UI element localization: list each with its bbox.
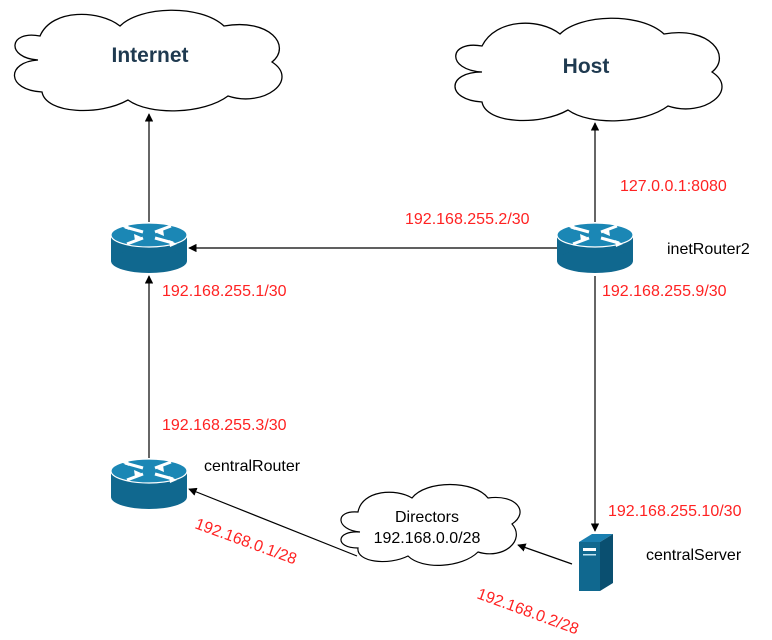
inet-router2-left-address: 192.168.255.2/30	[405, 211, 530, 228]
link-directors-centralrouter	[188, 487, 358, 557]
central-server-label: centralServer	[646, 547, 742, 564]
internet-cloud: Internet	[13, 9, 283, 112]
cloud-icon	[13, 9, 283, 112]
link-centralserver-directors	[517, 543, 573, 565]
internet-cloud-label: Internet	[111, 44, 188, 67]
directors-cloud: Directors 192.168.0.0/28	[340, 483, 521, 566]
inet-router	[109, 221, 189, 275]
cloud-icon	[454, 17, 723, 122]
directors-cloud-subnet: 192.168.0.0/28	[374, 530, 481, 547]
inet-router2-label: inetRouter2	[667, 241, 750, 258]
central-server-directors-address: 192.168.0.2/28	[475, 586, 581, 639]
links	[144, 113, 600, 565]
router-icon	[109, 457, 189, 511]
central-server-up-address: 192.168.255.10/30	[608, 503, 742, 520]
central-router-up-address: 192.168.255.3/30	[162, 417, 287, 434]
host-cloud: Host	[454, 17, 723, 122]
central-router	[109, 457, 189, 511]
host-cloud-label: Host	[563, 55, 610, 78]
host-forward-address: 127.0.0.1:8080	[620, 178, 727, 195]
inet-router-down-address: 192.168.255.1/30	[162, 283, 287, 300]
inet-router2-down-address: 192.168.255.9/30	[602, 283, 727, 300]
router-icon	[555, 221, 635, 275]
cloud-icon	[340, 483, 521, 566]
inet-router2	[555, 221, 635, 275]
central-server	[579, 534, 613, 591]
central-router-directors-address: 192.168.0.1/28	[193, 516, 299, 569]
central-router-label: centralRouter	[204, 458, 301, 475]
server-icon	[579, 534, 613, 591]
directors-cloud-name: Directors	[395, 509, 459, 526]
router-icon	[109, 221, 189, 275]
